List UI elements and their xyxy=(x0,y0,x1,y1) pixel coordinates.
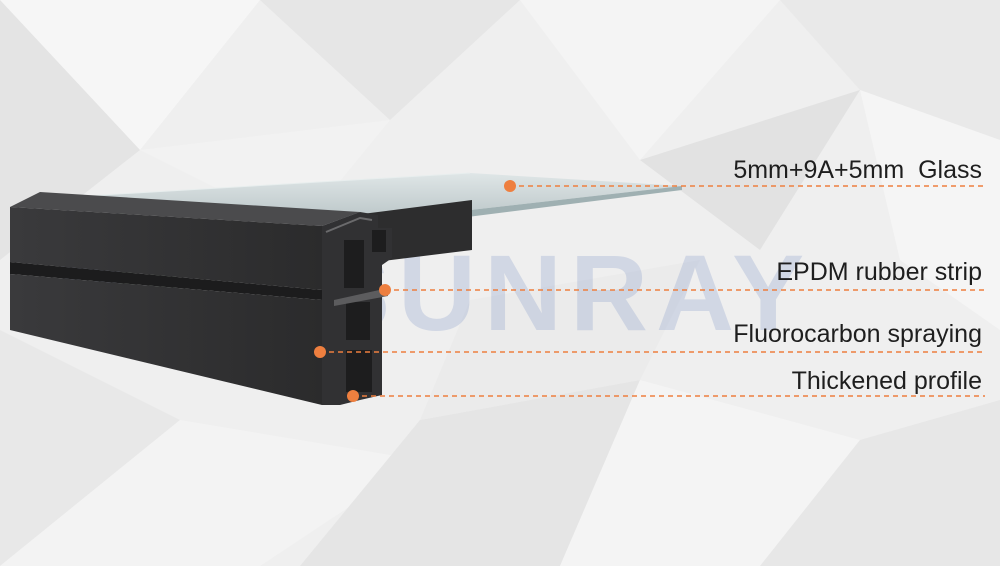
callout-dot-epdm xyxy=(379,284,391,296)
aluminium-profile xyxy=(10,192,392,405)
callout-dot-fluorocarbon xyxy=(314,346,326,358)
callout-label-epdm-rubber-strip: EPDM rubber strip xyxy=(776,258,982,286)
callout-dot-glass xyxy=(504,180,516,192)
callout-label-glass: 5mm+9A+5mm Glass xyxy=(733,156,982,184)
callout-label-fluorocarbon-spraying: Fluorocarbon spraying xyxy=(733,320,982,348)
callout-dot-thickened xyxy=(347,390,359,402)
callout-label-thickened-profile: Thickened profile xyxy=(791,367,982,395)
